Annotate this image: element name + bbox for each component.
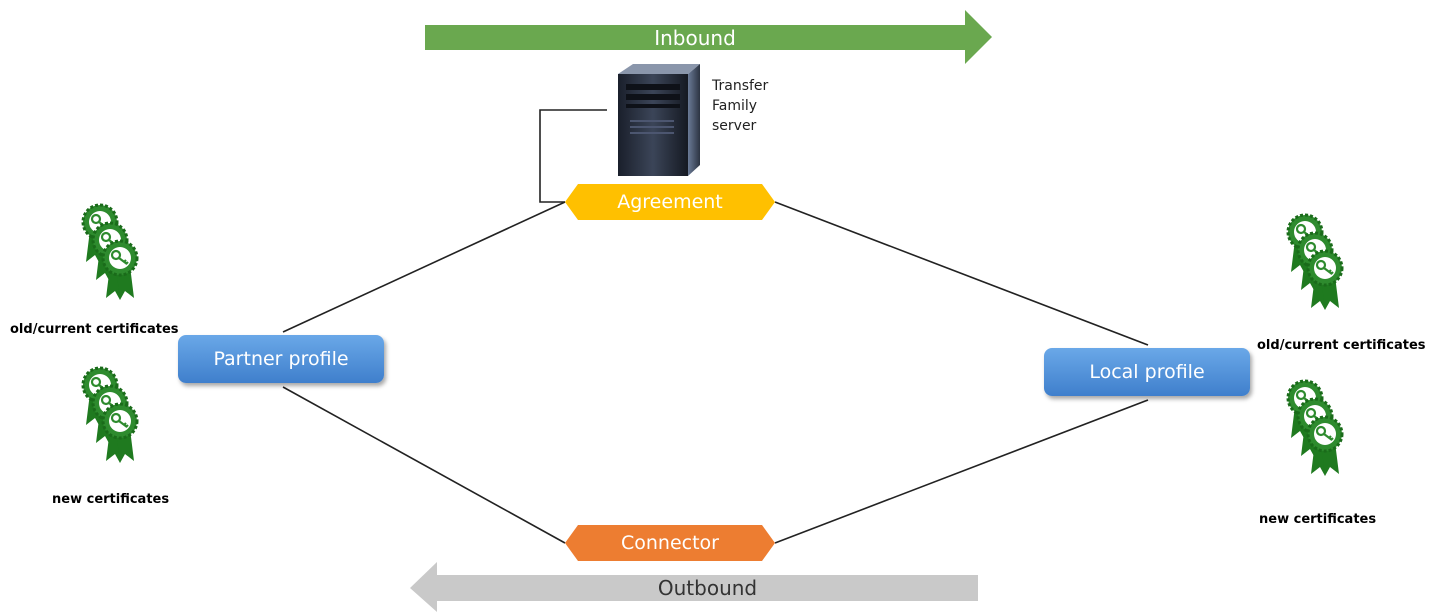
left-old-certificates-label: old/current certificates [10, 322, 179, 337]
line-connector-local [774, 399, 1149, 544]
agreement-label: Agreement [617, 191, 723, 213]
right-old-certificates-label: old/current certificates [1257, 338, 1426, 353]
right-new-certificates-label: new certificates [1259, 512, 1377, 527]
certificate-key-badge-icon [1288, 381, 1342, 476]
server-label: Transfer Family server [712, 76, 768, 136]
line-agreement-local [774, 201, 1149, 346]
outbound-arrow [410, 562, 978, 612]
line-server-agreement [539, 109, 607, 203]
server-tower-icon [618, 64, 700, 176]
line-partner-agreement [282, 201, 566, 333]
certificate-key-badge-icon [1288, 215, 1342, 310]
inbound-arrow [425, 10, 992, 64]
connector-hexagon [565, 525, 775, 561]
certificate-key-badge-icon [83, 368, 137, 463]
agreement-hexagon [565, 184, 775, 220]
local-profile-box[interactable]: Local profile [1044, 348, 1250, 396]
server-label-line3: server [712, 118, 757, 134]
inbound-label: Inbound [654, 25, 736, 50]
line-partner-connector [282, 386, 566, 544]
connection-lines [282, 109, 1149, 544]
outbound-label: Outbound [657, 576, 758, 600]
partner-profile-box[interactable]: Partner profile [178, 335, 384, 383]
server-label-line2: Family [712, 98, 758, 114]
server-label-line1: Transfer [712, 78, 769, 94]
left-new-certificates-label: new certificates [52, 492, 170, 507]
certificate-key-badge-icon [83, 205, 137, 300]
connector-label: Connector [621, 532, 719, 554]
